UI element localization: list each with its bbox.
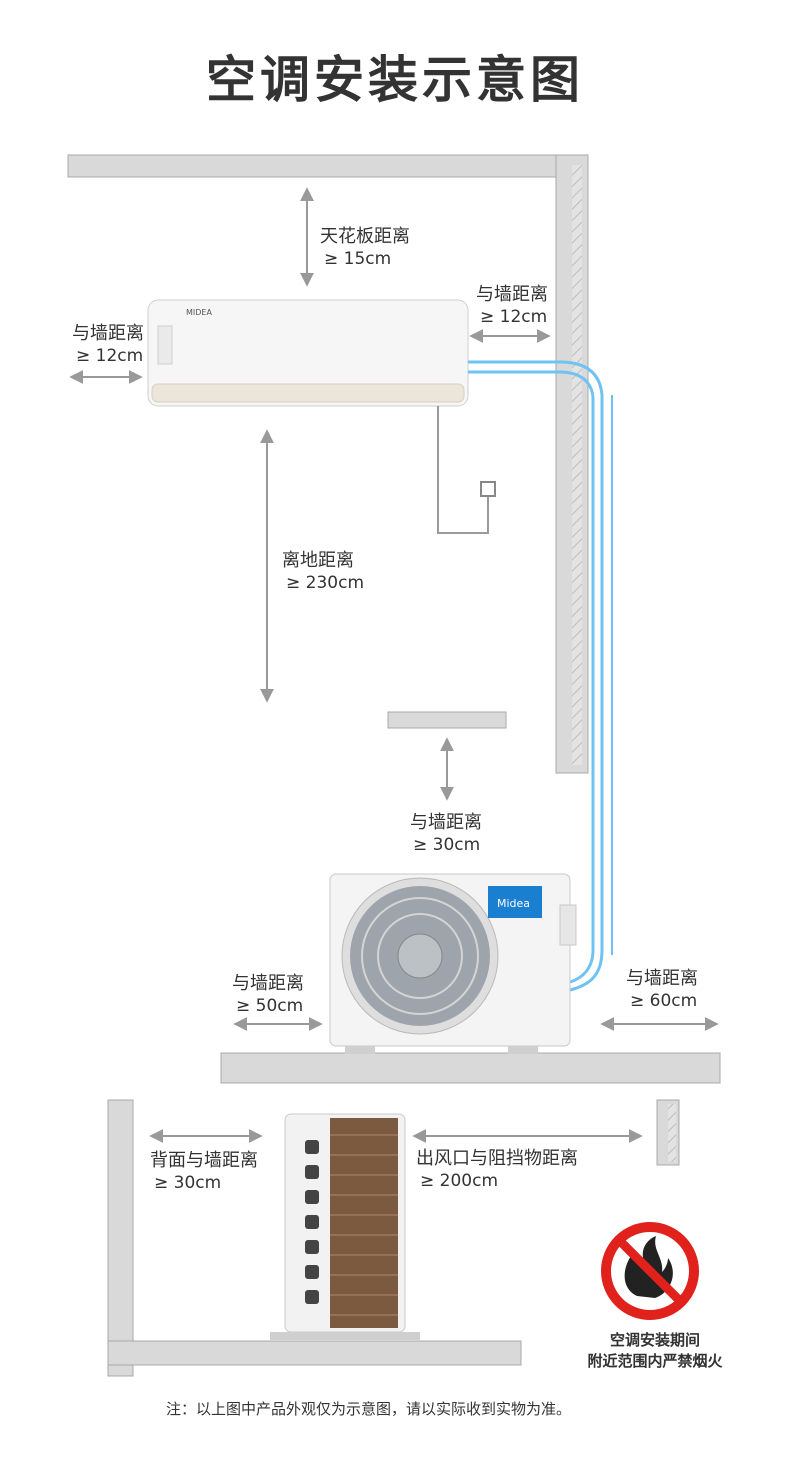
room-walls (67, 154, 721, 1377)
outdoor-top-wall-value: ≥ 30cm (413, 835, 481, 855)
warning-text: 空调安装期间 附近范围内严禁烟火 (570, 1330, 740, 1372)
outdoor-brand-text: Midea (497, 897, 530, 910)
back-wall-distance-value: ≥ 30cm (154, 1173, 222, 1193)
outdoor-unit-side (270, 1113, 420, 1340)
indoor-right-wall-label: 与墙距离 (476, 284, 548, 305)
warning-line-1: 空调安装期间 (609, 1331, 700, 1349)
ceiling-distance-label: 天花板距离 (320, 226, 410, 247)
outdoor-left-wall-label: 与墙距离 (232, 973, 304, 994)
outlet-distance-label: 出风口与阻挡物距离 (416, 1148, 578, 1169)
refrigerant-pipe (468, 360, 613, 992)
indoor-right-wall-value: ≥ 12cm (480, 307, 548, 327)
outdoor-left-wall-value: ≥ 50cm (236, 996, 304, 1016)
outdoor-top-wall-label: 与墙距离 (410, 812, 482, 833)
page-title: 空调安装示意图 (206, 51, 584, 109)
warning-line-2: 附近范围内严禁烟火 (587, 1352, 723, 1370)
drain-pipe (437, 406, 489, 534)
outdoor-right-wall-label: 与墙距离 (626, 968, 698, 989)
indoor-unit: MIDEA (147, 299, 469, 407)
indoor-left-wall-label: 与墙距离 (72, 323, 144, 344)
back-wall-distance-label: 背面与墙距离 (150, 1150, 258, 1171)
ceiling-distance-value: ≥ 15cm (324, 249, 392, 269)
floor-distance-label: 离地距离 (282, 550, 354, 571)
outdoor-unit: Midea (329, 873, 577, 1054)
footnote: 注：以上图中产品外观仅为示意图，请以实际收到实物为准。 (166, 1400, 572, 1418)
outlet-distance-value: ≥ 200cm (420, 1171, 499, 1191)
indoor-brand-mark: MIDEA (186, 308, 212, 317)
no-fire-icon (601, 1222, 699, 1320)
indoor-left-wall-value: ≥ 12cm (76, 346, 144, 366)
dimension-arrows (69, 187, 719, 1143)
outdoor-right-wall-value: ≥ 60cm (630, 991, 698, 1011)
floor-distance-value: ≥ 230cm (286, 573, 365, 593)
